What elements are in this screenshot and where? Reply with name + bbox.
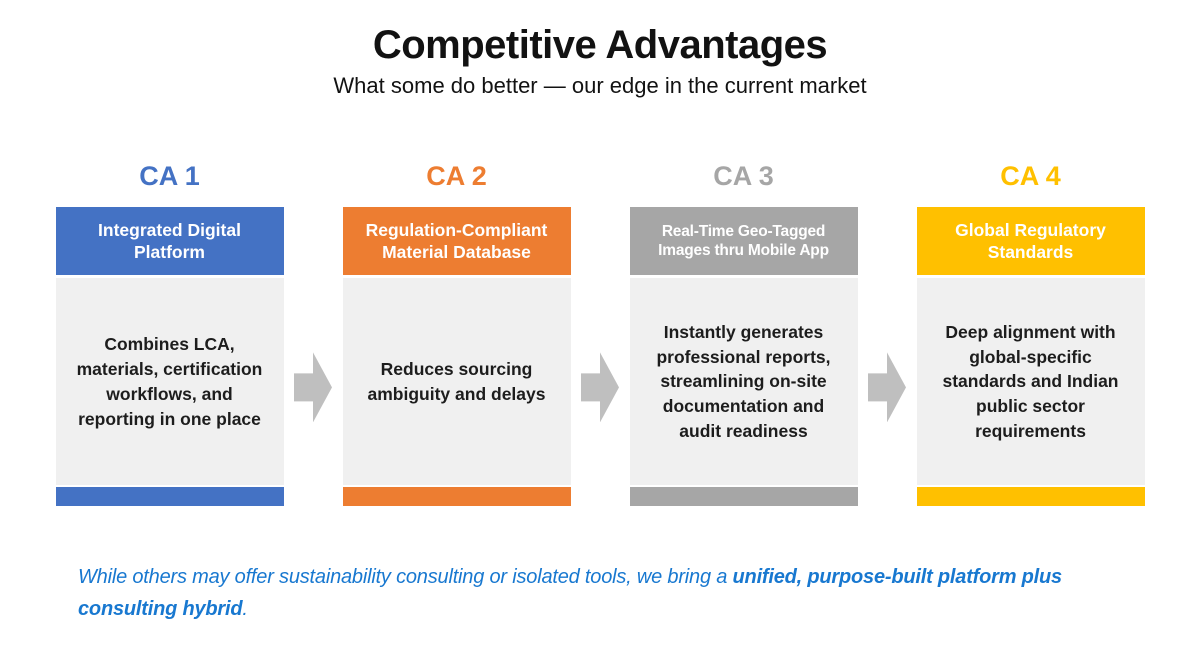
advantage-column-2: CA 2 Regulation-Compliant Material Datab… [342,161,571,507]
ca-accent-bar [629,487,858,507]
ca-label: CA 3 [713,161,774,192]
footer-note: While others may offer sustainability co… [78,561,1130,625]
advantage-column-4: CA 4 Global Regulatory Standards Deep al… [916,161,1145,507]
advantage-column-1: CA 1 Integrated Digital Platform Combine… [55,161,284,507]
arrow-slot [571,161,630,423]
ca-accent-bar [916,487,1145,507]
arrow-right-icon [868,352,906,423]
ca-body: Deep alignment with global-specific stan… [916,278,1145,486]
ca-label: CA 1 [139,161,200,192]
ca-header: Real-Time Geo-Tagged Images thru Mobile … [629,207,858,276]
footer-note-suffix: . [242,598,248,621]
advantage-columns: CA 1 Integrated Digital Platform Combine… [0,161,1200,507]
ca-body: Instantly generates professional reports… [629,278,858,486]
arrow-right-icon [581,352,619,423]
advantage-column-3: CA 3 Real-Time Geo-Tagged Images thru Mo… [629,161,858,507]
ca-accent-bar [55,487,284,507]
ca-header: Regulation-Compliant Material Database [342,207,571,276]
arrow-right-icon [294,352,332,423]
ca-accent-bar [342,487,571,507]
footer-note-prefix: While others may offer sustainability co… [78,566,733,589]
footer-note-emphasis: unified, purpose-built platform plus con… [78,566,1062,621]
page-subtitle: What some do better — our edge in the cu… [333,73,867,98]
ca-body: Combines LCA, materials, certification w… [55,278,284,486]
ca-label: CA 4 [1000,161,1061,192]
ca-header: Global Regulatory Standards [916,207,1145,276]
ca-header: Integrated Digital Platform [55,207,284,276]
arrow-slot [858,161,917,423]
page-title: Competitive Advantages [372,23,828,67]
arrow-slot [284,161,343,423]
slide-header: Competitive Advantages What some do bett… [0,0,1200,99]
ca-label: CA 2 [426,161,487,192]
ca-body: Reduces sourcing ambiguity and delays [342,278,571,486]
